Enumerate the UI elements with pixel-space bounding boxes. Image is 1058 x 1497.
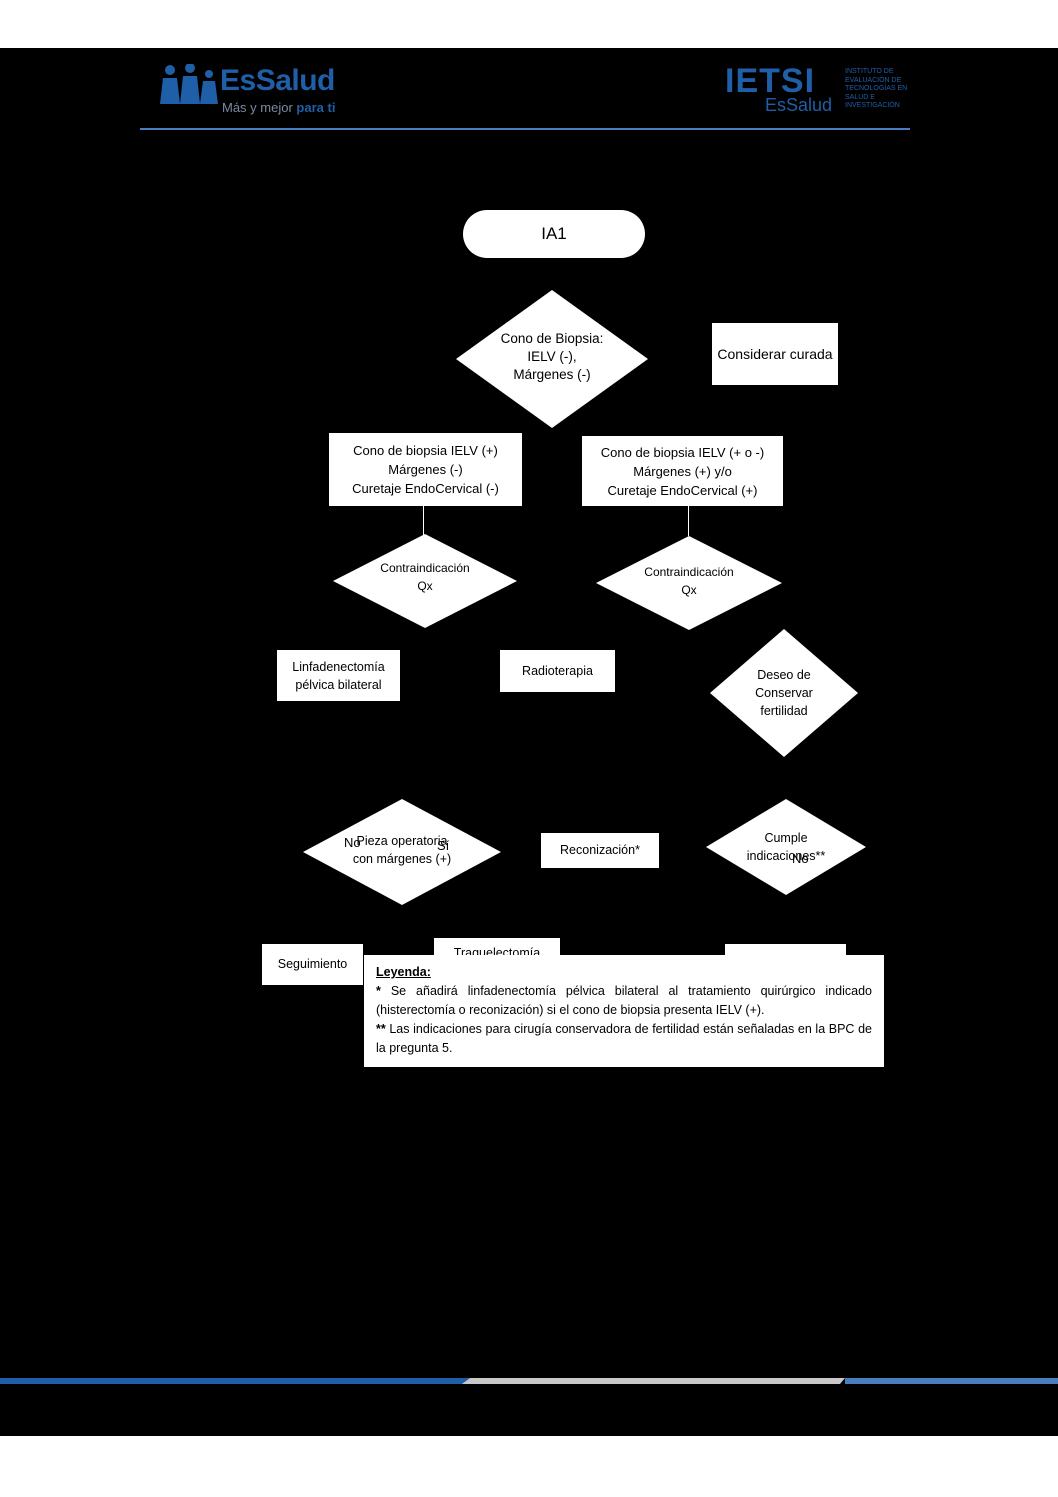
family-figures-icon xyxy=(160,64,218,104)
seguimiento-label: Seguimiento xyxy=(277,957,348,971)
radioterapia-box: Radioterapia xyxy=(500,650,615,692)
seguimiento-box: Seguimiento xyxy=(262,944,363,985)
essalud-tagline: Más y mejor para ti xyxy=(222,100,336,115)
linfadenectomia-box: Linfadenectomía pélvica bilateral xyxy=(277,650,400,701)
legend-box: Leyenda: * Se añadirá linfadenectomía pé… xyxy=(364,955,884,1067)
radioterapia-label: Radioterapia xyxy=(522,663,593,678)
legend-note-1: * Se añadirá linfadenectomía pélvica bil… xyxy=(376,984,872,1017)
label-no-left: No xyxy=(344,835,361,850)
decision-cumple-indicaciones-label: Cumple indicaciones** xyxy=(746,831,826,863)
decision-deseo-fertilidad-label: Deseo de Conservar fertilidad xyxy=(755,668,813,718)
decision-cono-biopsia-label: Cono de Biopsia: IELV (-), Márgenes (-) xyxy=(500,331,604,382)
decision-cumple-indicaciones: Cumple indicaciones** xyxy=(706,799,866,895)
box-right-line-2: Márgenes (+) y/o xyxy=(633,463,732,479)
label-si: Sí xyxy=(437,838,450,853)
box-left-line-1: Cono de biopsia IELV (+) xyxy=(353,443,498,458)
box-margins-positive: Cono de biopsia IELV (+ o -) Márgenes (+… xyxy=(582,436,783,506)
connector-right xyxy=(688,506,689,536)
reconizacion-label: Reconización* xyxy=(560,843,640,857)
considerar-curada-box: Considerar curada xyxy=(712,323,838,385)
start-node: IA1 xyxy=(463,210,645,258)
decision-deseo-fertilidad: Deseo de Conservar fertilidad xyxy=(710,629,858,757)
ietsi-essalud-text: EsSalud xyxy=(765,95,833,115)
footer-band xyxy=(0,1371,1058,1384)
decision-pieza-operatoria: Pieza operatoria con márgenes (+) xyxy=(303,799,501,905)
essalud-brand-text: EsSalud xyxy=(220,64,335,97)
document-page: EsSalud Más y mejor para ti IETSI EsSalu… xyxy=(0,48,1058,1436)
legend-title: Leyenda: xyxy=(376,965,431,979)
decision-pieza-operatoria-label: Pieza operatoria con márgenes (+) xyxy=(352,834,452,866)
ietsi-acronym: IETSI xyxy=(725,62,816,100)
box-left-line-3: Curetaje EndoCervical (-) xyxy=(352,481,499,496)
decision-cono-biopsia: Cono de Biopsia: IELV (-), Márgenes (-) xyxy=(456,290,648,428)
essalud-logo: EsSalud Más y mejor para ti xyxy=(160,58,340,118)
box-left-line-2: Márgenes (-) xyxy=(388,462,463,477)
ietsi-logo: IETSI EsSalud Instituto de Evaluación de… xyxy=(725,64,915,124)
decision-contraindicacion-left-label: Contraindicación Qx xyxy=(380,561,470,593)
considerar-curada-label: Considerar curada xyxy=(717,345,833,362)
reconizacion-box: Reconización* xyxy=(541,833,659,868)
connector-left xyxy=(423,506,424,536)
box-right-line-1: Cono de biopsia IELV (+ o -) xyxy=(600,444,765,460)
header-divider xyxy=(140,128,910,130)
box-ielv-positive-margins-negative: Cono de biopsia IELV (+) Márgenes (-) Cu… xyxy=(329,433,522,506)
start-node-label: IA1 xyxy=(541,224,567,243)
legend-note-2: ** Las indicaciones para cirugía conserv… xyxy=(376,1022,872,1055)
box-right-line-3: Curetaje EndoCervical (+) xyxy=(607,482,758,498)
decision-contraindicacion-left: Contraindicación Qx xyxy=(333,534,517,628)
decision-contraindicacion-right-label: Contraindicación Qx xyxy=(644,565,734,597)
ietsi-institute-name: Instituto de Evaluación de Tecnologías e… xyxy=(845,68,908,109)
decision-contraindicacion-right: Contraindicación Qx xyxy=(596,536,782,630)
label-no-right: No xyxy=(792,851,809,866)
